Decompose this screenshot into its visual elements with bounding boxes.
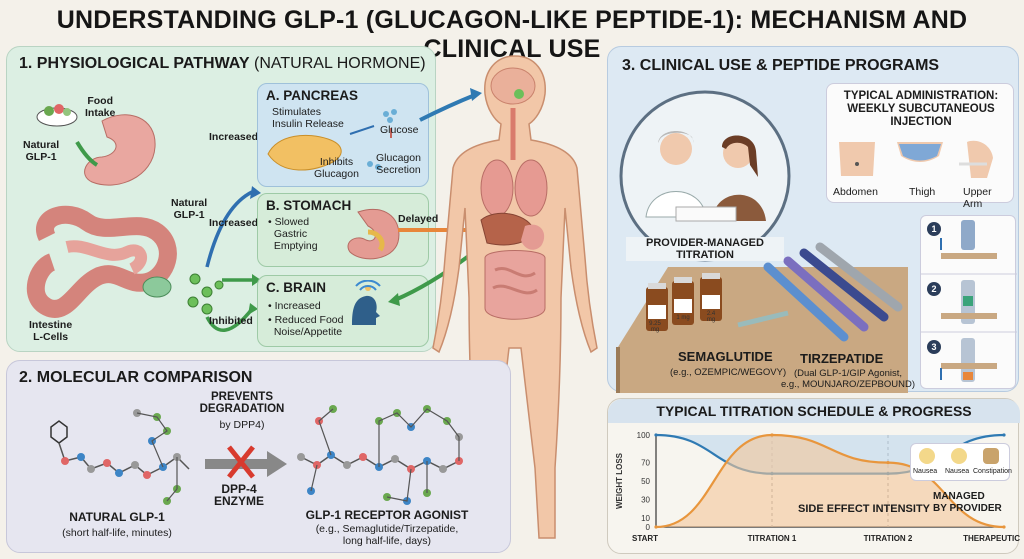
digestive-system-illustration (26, 104, 261, 332)
tirzepatide-sub: (Dual GLP-1/GIP Agonist, e.g., MOUNJARO/… (780, 368, 916, 390)
pancreas-title: A. PANCREAS (266, 88, 359, 103)
symptom-label-1: Nausea (913, 468, 938, 475)
series-line-1 (655, 433, 1005, 529)
side-effect-label: SIDE EFFECT INTENSITY (798, 503, 931, 515)
semaglutide-sub: (e.g., OZEMPIC/WEGOVY) (670, 367, 787, 378)
provider-label: PROVIDER-MANAGED TITRATION (626, 237, 784, 261)
brain-item-1: • Increased (268, 300, 321, 312)
series-point-0 (654, 433, 658, 437)
intestine-label: Intestine L-Cells (29, 319, 73, 343)
inhibited-label: Inhibited (209, 315, 253, 327)
series-point-1 (770, 433, 774, 437)
head-signal-icon (352, 280, 381, 325)
natural-glp1-title: NATURAL GLP-1 (69, 510, 165, 524)
molecular-comparison-panel: 2. MOLECULAR COMPARISON (6, 360, 511, 553)
physiological-pathway-panel: 1. PHYSIOLOGICAL PATHWAY (NATURAL HORMON… (6, 46, 436, 352)
delayed-label: Delayed (398, 213, 439, 225)
agonist-title: GLP-1 RECEPTOR AGONIST (305, 508, 469, 522)
nausea-icon (919, 448, 935, 464)
semaglutide-title: SEMAGLUTIDE (678, 349, 773, 364)
brain-item-2: • Reduced Food Noise/Appetite (268, 314, 344, 338)
site-upper-arm: Upper Arm (963, 186, 992, 210)
managed-label: MANAGED BY PROVIDER (933, 491, 1002, 514)
clinical-heading: 3. CLINICAL USE & PEPTIDE PROGRAMS (622, 57, 940, 74)
series-point-1 (654, 525, 658, 529)
x-tick-label: TITRATION 1 (748, 534, 797, 543)
agonist-sub: (e.g., Semaglutide/Tirzepatide, long hal… (315, 523, 459, 547)
y-tick-label: 50 (641, 477, 650, 486)
pancreas-box: A. PANCREAS Stimulates Insulin Release G… (257, 83, 429, 187)
tirzepatide-title: TIRZEPATIDE (800, 351, 884, 366)
pancreas-stimulates: Stimulates Insulin Release (272, 106, 344, 130)
injection-steps-illustration (921, 220, 1017, 382)
series-point-1 (1002, 525, 1006, 529)
brain-title: C. BRAIN (266, 280, 326, 295)
titration-heading: TYPICAL TITRATION SCHEDULE & PROGRESS (656, 403, 972, 419)
brain-box: C. BRAIN • Increased • Reduced Food Nois… (257, 275, 429, 347)
natural-glp1-mid-label: Natural GLP-1 (171, 197, 208, 221)
y-tick-label: 10 (641, 514, 650, 523)
side-effect-area (656, 435, 1004, 527)
increased-label-2: Increased (209, 217, 259, 229)
x-tick-label: TITRATION 2 (864, 534, 913, 543)
molecule-illustrations (50, 405, 463, 505)
natural-glp1-left-label: Natural GLP-1 (23, 139, 60, 163)
symptom-box: Nausea Nausea Constipation (910, 443, 1012, 481)
series-point-1 (886, 461, 890, 465)
food-intake-label: Food Intake (85, 95, 116, 119)
site-thigh: Thigh (909, 186, 936, 198)
page-title: UNDERSTANDING GLP-1 (GLUCAGON-LIKE PEPTI… (56, 6, 968, 63)
by-dpp4-label: by DPP4) (219, 419, 265, 431)
injection-steps-box: 1 2 3 (920, 215, 1017, 389)
y-tick-label: 0 (646, 523, 651, 532)
molecular-heading: 2. MOLECULAR COMPARISON (19, 369, 253, 386)
inhibits-glucagon-label: Inhibits Glucagon (314, 156, 359, 180)
prevents-degradation-label: PREVENTS DEGRADATION (199, 391, 285, 415)
glucagon-secretion-label: Glucagon Secretion (376, 152, 421, 176)
stomach-icon (347, 208, 400, 260)
clinical-use-panel: 3. CLINICAL USE & PEPTIDE PROGRAMS PROVI… (607, 46, 1019, 393)
step-3-badge: 3 (927, 340, 941, 354)
administration-box: TYPICAL ADMINISTRATION: WEEKLY SUBCUTANE… (826, 83, 1014, 210)
titration-header-bar (608, 399, 1020, 423)
vial-label-2: 1 mg (676, 315, 690, 321)
step-1-badge: 1 (927, 222, 941, 236)
y-tick-label: 30 (641, 495, 650, 504)
x-tick-label: THERAPEUTIC DOSE (963, 534, 1020, 543)
medications-table-illustration (616, 242, 908, 393)
pathway-heading: 1. PHYSIOLOGICAL PATHWAY (NATURAL HORMON… (19, 55, 426, 72)
dpp4-enzyme-label: DPP-4 ENZYME (213, 482, 264, 508)
stomach-desc: • Slowed Gastric Emptying (268, 216, 318, 252)
series-point-0 (1002, 433, 1006, 437)
injection-sites-icons (839, 140, 993, 178)
natural-glp1-sub: (short half-life, minutes) (62, 527, 172, 539)
vial-label-3: 2.4 mg (706, 311, 716, 323)
constipation-icon (983, 448, 999, 464)
y-tick-label: 100 (637, 431, 651, 440)
pancreas-icon (267, 109, 397, 171)
symptom-label-3: Constipation (973, 468, 1012, 475)
provider-consultation-illustration (619, 90, 791, 262)
y-tick-label: 70 (641, 459, 650, 468)
x-tick-label: START (632, 534, 658, 543)
symptom-label-2: Nausea (945, 468, 970, 475)
glucose-label: Glucose (380, 124, 419, 136)
vial-label-1: 9.25 mg (649, 321, 661, 333)
stomach-title: B. STOMACH (266, 198, 352, 213)
site-abdomen: Abdomen (833, 186, 878, 198)
nausea-icon-2 (951, 448, 967, 464)
administration-title: TYPICAL ADMINISTRATION: WEEKLY SUBCUTANE… (843, 90, 999, 128)
y-axis-label: WEIGHT LOSS (615, 452, 624, 509)
step-2-badge: 2 (927, 282, 941, 296)
increased-label-1: Increased (209, 131, 259, 143)
